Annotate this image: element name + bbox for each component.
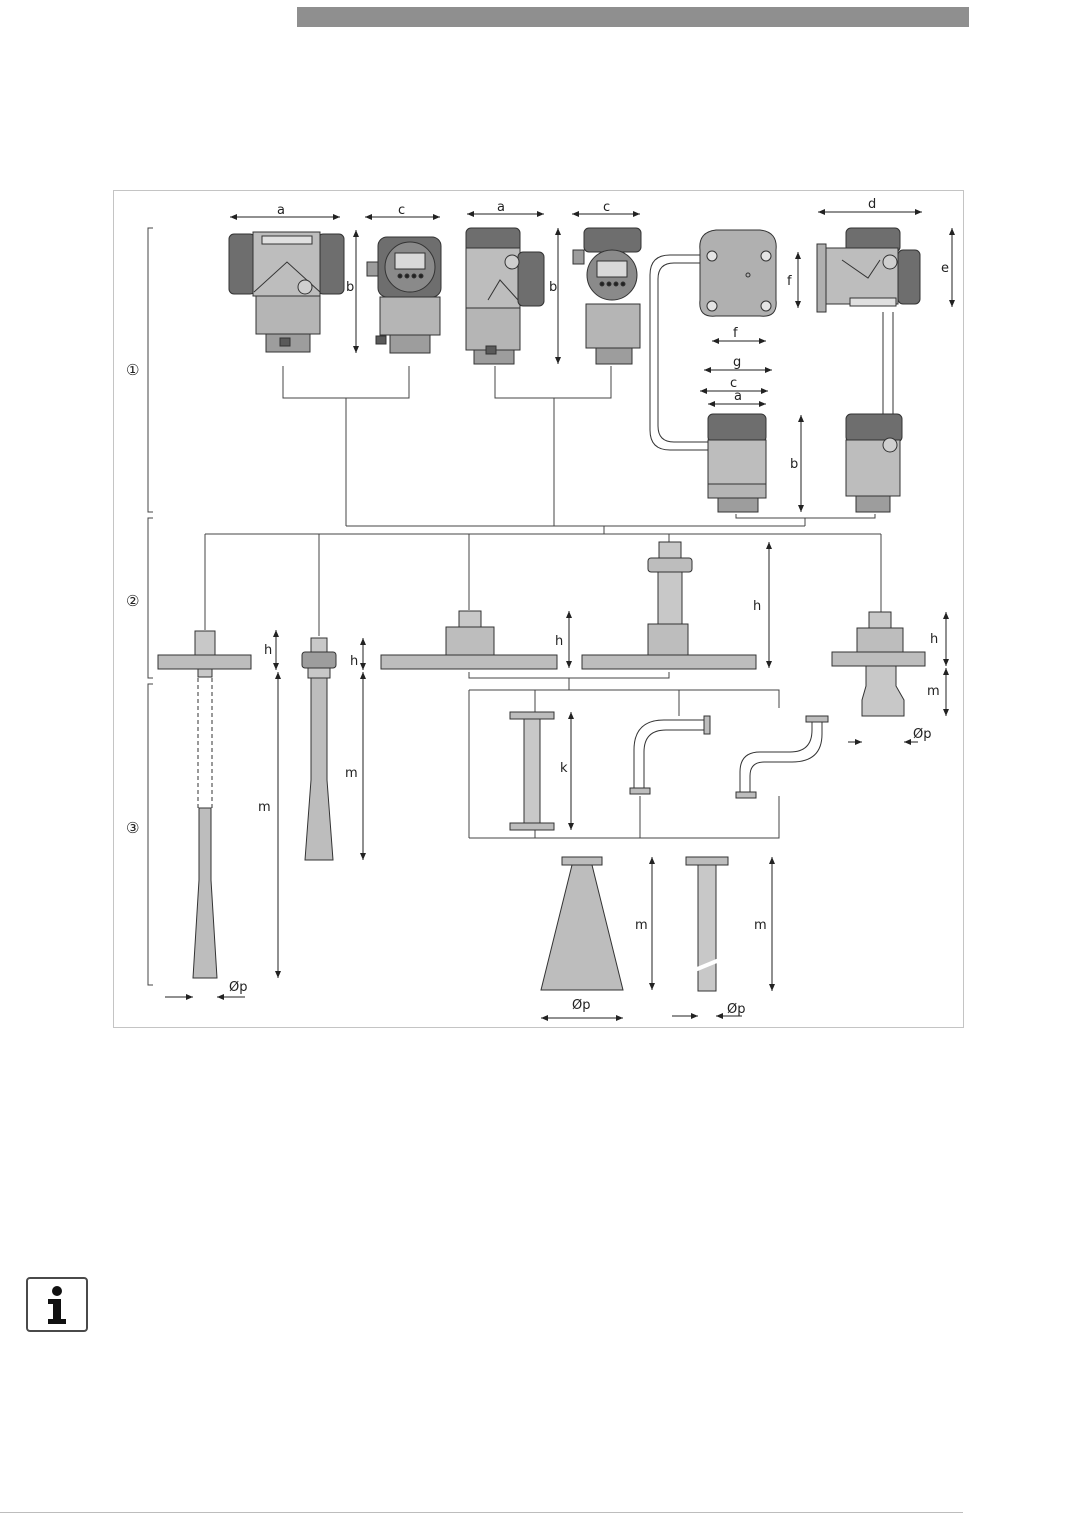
antenna-rod <box>686 857 728 991</box>
extension-bend-s <box>736 716 828 798</box>
housing-remote-head <box>817 228 920 312</box>
flange-large-left <box>381 611 557 669</box>
flange-large-right <box>582 542 756 669</box>
antenna-tube-long <box>193 678 217 978</box>
extension-bend-90 <box>630 716 710 794</box>
dim-label-b: b <box>790 457 798 472</box>
dim-label-m: m <box>345 766 358 781</box>
dim-label-f: f <box>733 326 738 341</box>
housing-remote-lower-left <box>708 414 766 512</box>
dim-label-a: a <box>734 389 742 404</box>
dim-label-h: h <box>930 632 938 647</box>
footer-rule <box>0 1512 963 1513</box>
dim-label-p: Øp <box>229 980 247 995</box>
housing-remote-wall <box>700 230 776 316</box>
dim-label-h: h <box>753 599 761 614</box>
connection-lines <box>205 366 881 838</box>
dim-label-a: a <box>277 203 285 218</box>
dim-label-e: e <box>941 261 949 276</box>
threaded-connection <box>302 638 336 678</box>
dim-label-h: h <box>264 643 272 658</box>
dim-label-b: b <box>346 280 354 295</box>
housing-remote-lower-right <box>846 414 902 512</box>
dim-label-a: a <box>497 200 505 215</box>
dim-label-m: m <box>927 684 940 699</box>
housing-tall-side <box>573 228 641 364</box>
extension-straight <box>510 712 554 830</box>
section-marker-2: ② <box>126 592 139 610</box>
housing-tall-front <box>466 228 544 364</box>
flange-with-short-horn <box>832 612 925 716</box>
dim-label-h: h <box>555 634 563 649</box>
housing-compact-side <box>367 237 441 353</box>
dim-label-p: Øp <box>727 1002 745 1017</box>
dim-label-p: Øp <box>572 998 590 1013</box>
antenna-horn-large <box>541 857 623 990</box>
section-marker-1: ① <box>126 361 139 379</box>
antenna-tube-threaded <box>305 678 333 860</box>
dim-label-m: m <box>258 800 271 815</box>
dim-label-b: b <box>549 280 557 295</box>
dim-label-m: m <box>754 918 767 933</box>
dim-label-k: k <box>560 761 568 776</box>
section-brackets <box>148 228 153 985</box>
dim-label-m: m <box>635 918 648 933</box>
dim-label-p: Øp <box>913 727 931 742</box>
housing-compact-front <box>229 232 344 352</box>
dim-label-f: f <box>787 274 792 289</box>
dim-label-c: c <box>603 200 610 215</box>
flange-plain <box>158 631 251 677</box>
dim-label-g: g <box>733 355 741 370</box>
section-marker-3: ③ <box>126 819 139 837</box>
dim-label-c: c <box>398 203 405 218</box>
info-icon <box>26 1277 88 1332</box>
dim-label-h: h <box>350 654 358 669</box>
dim-label-d: d <box>868 197 876 212</box>
